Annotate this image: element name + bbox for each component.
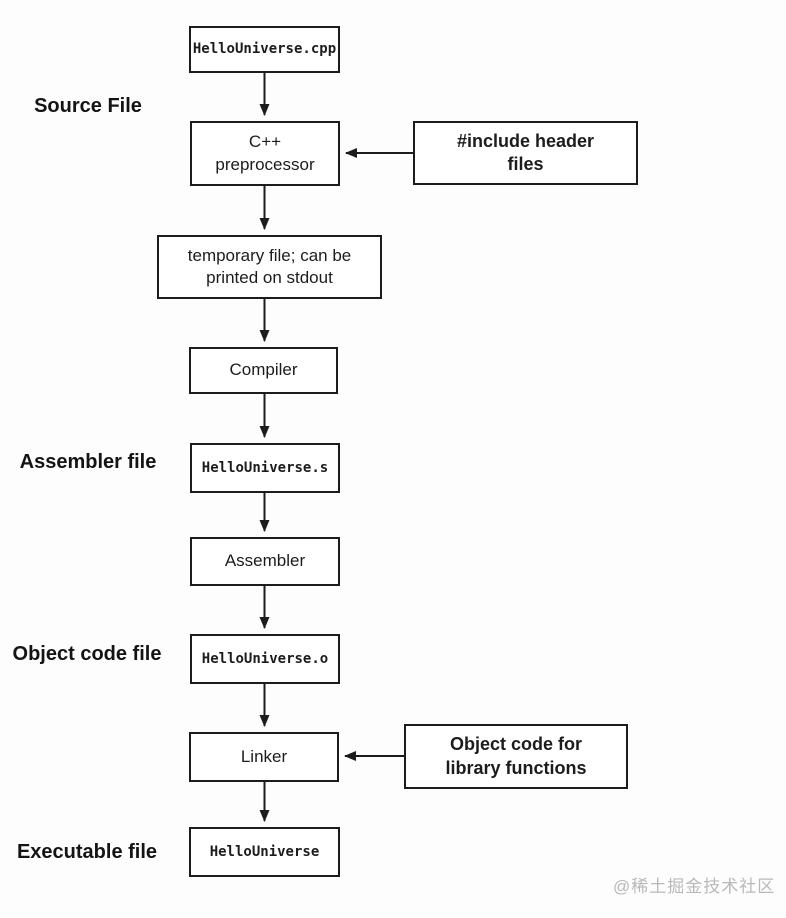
label-executable-file: Executable file: [16, 841, 158, 863]
label-source-file: Source File: [34, 95, 142, 117]
executable-box: HelloUniverse: [189, 827, 340, 877]
source-file-box: HelloUniverse.cpp: [189, 26, 340, 73]
label-object-code-file: Object code file: [12, 643, 162, 665]
watermark-text: @稀土掘金技术社区: [613, 877, 776, 896]
linker-box: Linker: [189, 732, 339, 782]
assembler-box: Assembler: [190, 537, 340, 586]
object-file-box: HelloUniverse.o: [190, 634, 340, 684]
label-assembler-file: Assembler file: [19, 451, 157, 473]
compiler-box: Compiler: [189, 347, 338, 394]
include-header-box: #include header files: [413, 121, 638, 185]
library-objects-box: Object code for library functions: [404, 724, 628, 789]
preprocessor-box: C++ preprocessor: [190, 121, 340, 186]
temp-file-box: temporary file; can be printed on stdout: [157, 235, 382, 299]
assembler-file-box: HelloUniverse.s: [190, 443, 340, 493]
